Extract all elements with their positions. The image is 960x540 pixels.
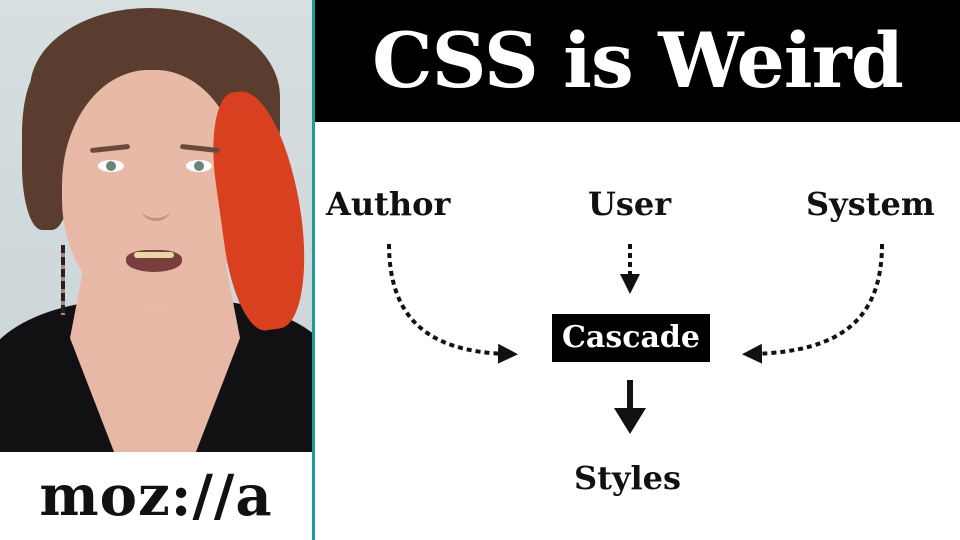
node-user: User — [588, 185, 672, 223]
title-bar: CSS is Weird — [315, 0, 960, 122]
node-cascade: Cascade — [552, 314, 710, 362]
node-styles: Styles — [574, 459, 682, 497]
slide-title: CSS is Weird — [372, 16, 904, 105]
presenter-panel: moz://a — [0, 0, 312, 540]
presenter-face — [62, 70, 242, 310]
output-arrowhead-icon — [614, 408, 646, 434]
accent-divider — [312, 0, 315, 540]
system-arrow — [742, 243, 884, 364]
presenter-video — [0, 0, 312, 452]
mouth — [126, 250, 182, 272]
earring — [61, 245, 65, 315]
node-author: Author — [326, 185, 451, 223]
nose — [142, 200, 170, 221]
node-system: System — [806, 185, 935, 223]
mozilla-logo: moz://a — [39, 463, 273, 529]
logo-area: moz://a — [0, 452, 312, 540]
eye-right — [186, 160, 212, 172]
author-arrow — [387, 243, 518, 364]
eye-left — [98, 160, 124, 172]
